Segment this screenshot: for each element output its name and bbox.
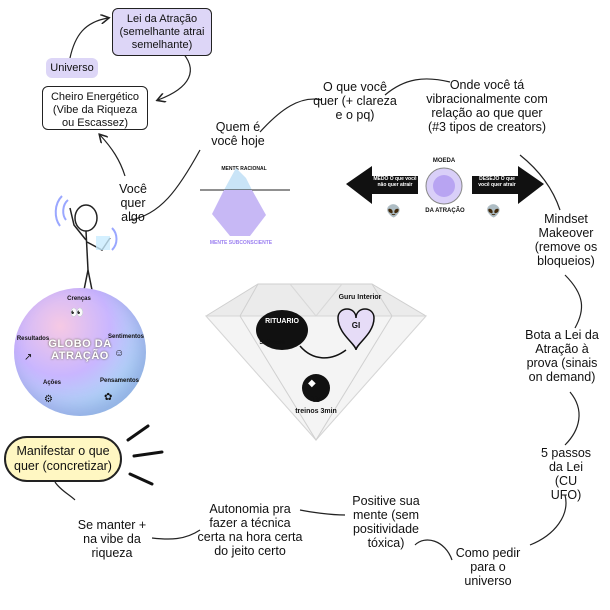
treinos-label: treinos 3min (295, 408, 337, 415)
onde-voce-ta: Onde você tá vibracionalmente com relaçã… (426, 78, 548, 134)
globo-heart-face-icon: ☺ (114, 348, 125, 359)
iceberg-bottom-label: MENTE SUBCONSCIENTE (209, 240, 273, 246)
autonomia: Autonomia pra fazer a técnica certa na h… (197, 502, 303, 558)
guru-interior-label: Guru Interior (338, 294, 382, 301)
mindset-makeover: Mindset Makeover (remove os bloqueios) (534, 212, 598, 268)
quem-e-voce-hoje: Quem é você hoje (211, 120, 265, 148)
moeda-desejo-label: DESEJO O que você quer atrair (478, 176, 516, 188)
globo-title: GLOBO DA ATRAÇÃO (48, 338, 112, 362)
se-manter-text: Se manter + na vibe da riqueza (77, 518, 147, 560)
moeda-medo-label: MEDO O que você não quer atrair (373, 176, 417, 188)
lei-atracao-box: Lei da Atração (semelhante atrai semelha… (112, 8, 212, 56)
line-bota-to-cinco (564, 391, 580, 446)
positive-sua-mente: Positive sua mente (sem positividade tóx… (352, 494, 420, 550)
globo-label-crencas: Crenças (67, 296, 91, 302)
globo-eyes-icon: 👀 (70, 307, 84, 319)
iceberg-top-label: MENTE RACIONAL (221, 166, 267, 172)
bota-lei-prova: Bota a Lei da Atração à prova (sinais on… (525, 328, 599, 384)
arrow-universo-to-lei (69, 18, 108, 59)
universo-box: Universo (46, 58, 98, 78)
line-positive-to-autonomia (299, 509, 346, 516)
line-voce-to-quem (129, 149, 201, 221)
globo-label-pensamentos: Pensamentos (100, 378, 140, 384)
globo-brain-icon: ✿ (104, 392, 113, 403)
cinco-passos: 5 passos da Lei (CU UFO) (540, 446, 592, 502)
line-semanter-to-manifestar (54, 481, 76, 501)
ts-label: Ts (311, 395, 321, 404)
globo-label-sentimentos: Sentimentos (108, 334, 145, 340)
globo-gear-icon: ⚙ (44, 394, 53, 405)
voce-quer-algo: Você quer algo (119, 182, 147, 224)
line-cinco-to-como (529, 494, 567, 546)
selfcare-label: Self-care (259, 340, 285, 346)
line-mindset-to-bota (564, 274, 583, 329)
manifestar-box: Manifestar o que quer (concretizar) (4, 436, 122, 482)
o-que-voce-quer: O que você quer (+ clareza e o pq) (313, 80, 397, 122)
moeda-title: MOEDA (432, 158, 456, 164)
globo-chart-icon: ↗ (24, 352, 33, 363)
globo-atracao (14, 288, 146, 416)
alien-right-icon: 👽 (486, 204, 501, 218)
line-oque-to-onde (384, 78, 451, 96)
line-autonomia-to-semanter (151, 529, 201, 540)
gi-label: GI (351, 321, 361, 330)
como-pedir: Como pedir para o universo (455, 546, 521, 588)
ritual-label: RITUARIO (265, 318, 299, 325)
line-como-to-positive (414, 539, 453, 561)
line-quem-to-oque (259, 98, 323, 133)
diamond-mini-icon: ◆ (308, 378, 316, 389)
moeda-caption: DA ATRAÇÃO (425, 208, 465, 214)
alien-left-icon: 👽 (386, 204, 401, 218)
globo-label-acoes: Ações (42, 380, 61, 386)
cheiro-energetico-box: Cheiro Energético (Vibe da Riqueza ou Es… (42, 86, 148, 130)
line-onde-to-mindset (519, 154, 561, 211)
globo-label-resultados: Resultados (16, 336, 50, 342)
arrow-voce-to-cheiro (100, 135, 126, 177)
